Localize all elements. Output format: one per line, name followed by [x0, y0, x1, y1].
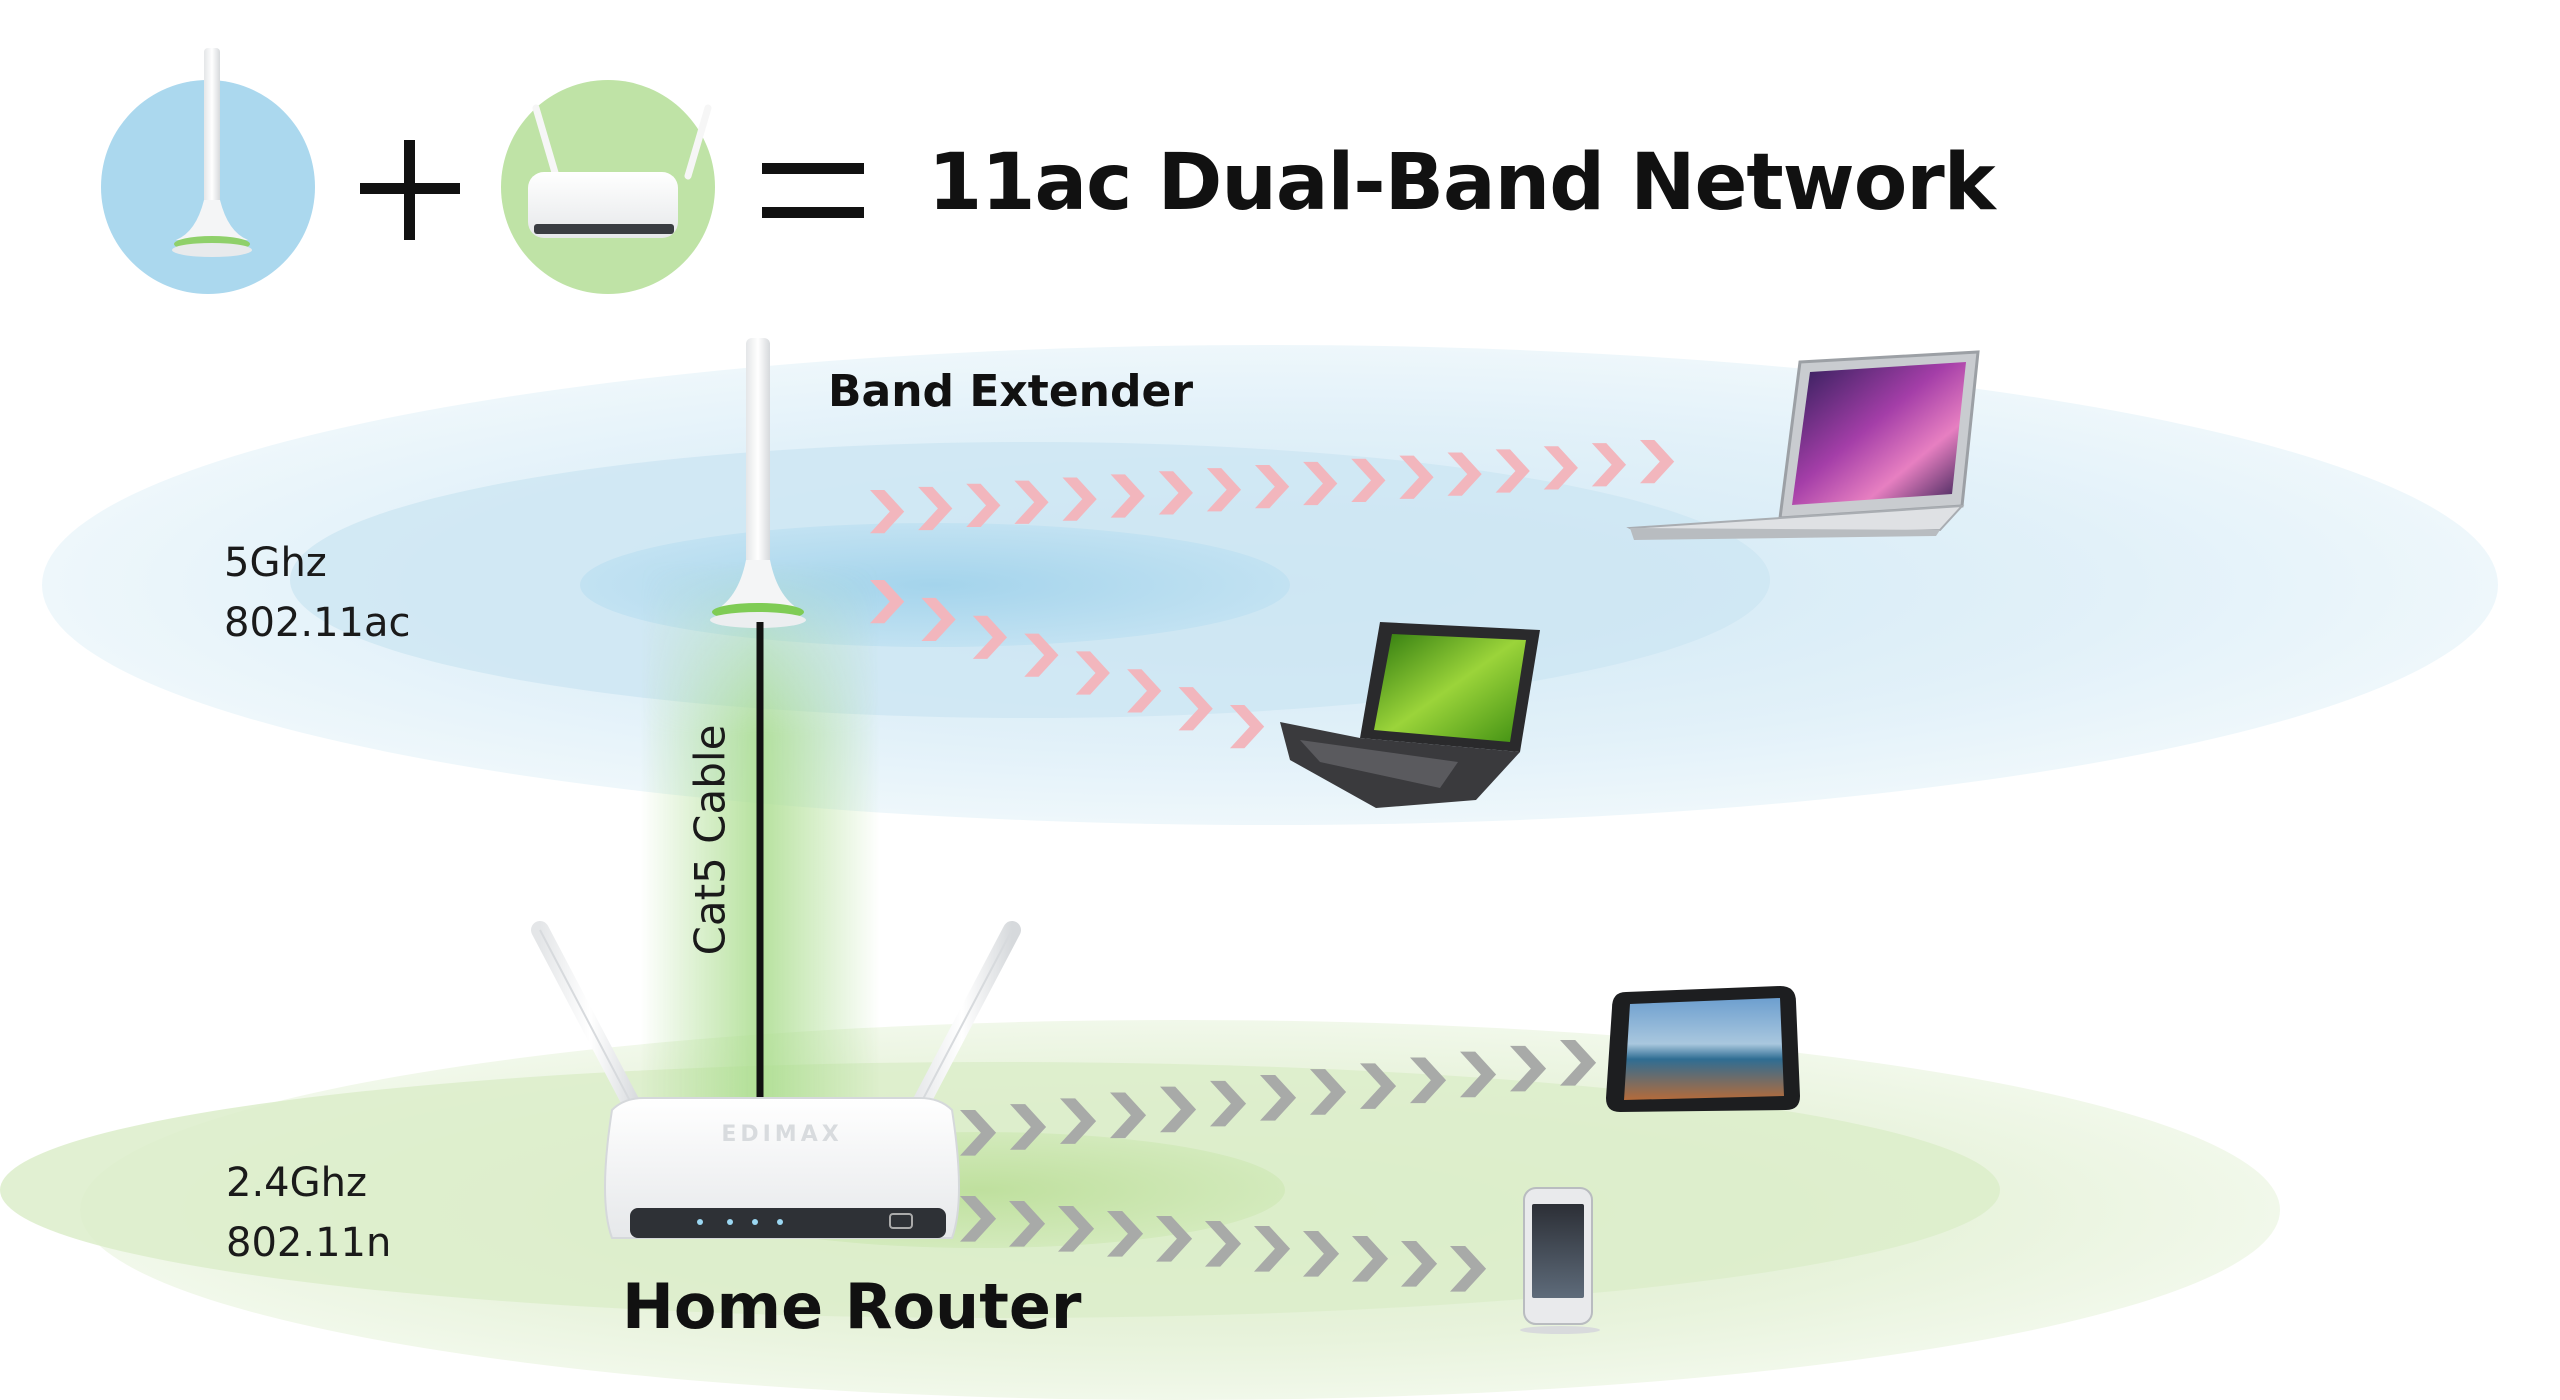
router-circle [501, 80, 715, 294]
band-24ghz-frequency: 2.4Ghz [226, 1160, 367, 1206]
notebook-device [1280, 622, 1540, 808]
macbook-device [1626, 350, 1980, 540]
cat5-cable-label: Cat5 Cable [685, 724, 735, 956]
router-icon [528, 104, 712, 238]
band-extender-device [710, 338, 806, 628]
notebook-icon [1280, 622, 1540, 808]
band-24ghz-standard: 802.11n [226, 1220, 392, 1266]
equals-symbol-text: = [806, 180, 814, 191]
tablet-icon [1606, 986, 1800, 1112]
router-brand-logo: EDIMAX [721, 1122, 843, 1147]
equals-symbol [762, 163, 864, 218]
extender-circle [101, 48, 315, 294]
smartphone-icon [1520, 1187, 1600, 1334]
band-5ghz-zone [42, 345, 2498, 825]
band-24ghz-zone [0, 1020, 2280, 1400]
router-icon [531, 921, 1021, 1239]
page-title: 11ac Dual-Band Network [928, 138, 1996, 228]
laptop-icon [1626, 350, 1980, 540]
band-extender-label: Band Extender [828, 366, 1194, 417]
band-5ghz-frequency: 5Ghz [224, 540, 327, 586]
tablet-device [1606, 986, 1800, 1112]
smartphone-device [1520, 1187, 1600, 1334]
band-extender-icon [710, 338, 806, 628]
band-extender-icon [172, 48, 252, 257]
band-5ghz-standard: 802.11ac [224, 600, 411, 646]
home-router-device [531, 921, 1021, 1239]
plus-symbol-text: + [393, 150, 401, 161]
plus-symbol [360, 140, 460, 240]
home-router-label: Home Router [622, 1270, 1082, 1343]
